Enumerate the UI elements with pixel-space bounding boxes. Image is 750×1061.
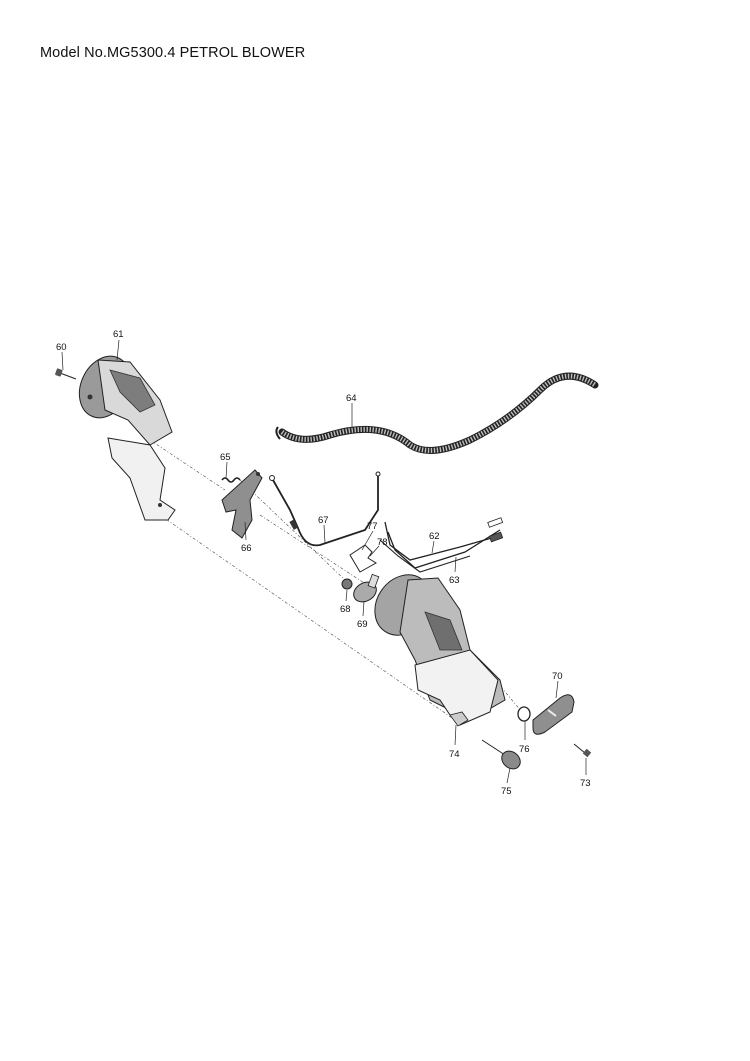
part-69-switch-knob[interactable] [350, 573, 380, 605]
label-70: 70 [552, 671, 563, 682]
part-76-washer[interactable] [517, 706, 531, 722]
label-61: 61 [113, 329, 124, 340]
part-64-corrugated-hose[interactable] [275, 372, 599, 454]
part-75-bolt-knob[interactable] [481, 739, 524, 773]
part-labels: 60 61 64 65 66 67 77 78 62 63 68 69 70 7… [56, 329, 591, 797]
label-68: 68 [340, 604, 351, 615]
label-67: 67 [318, 515, 329, 526]
label-66: 66 [241, 543, 252, 554]
label-75: 75 [501, 786, 512, 797]
leader-lines [61, 339, 587, 784]
part-74-handle-lower-housing[interactable] [363, 564, 506, 727]
part-70-side-cover[interactable] [532, 694, 575, 735]
part-66-throttle-trigger[interactable] [221, 469, 263, 539]
part-73-screw[interactable] [573, 743, 592, 758]
part-65-spring[interactable] [221, 477, 241, 483]
label-76: 76 [519, 744, 530, 755]
label-73: 73 [580, 778, 591, 789]
part-61-handle-upper-housing[interactable] [70, 348, 176, 521]
part-77-clip[interactable] [349, 544, 377, 573]
part-67-throttle-cable[interactable] [269, 471, 381, 547]
label-60: 60 [56, 342, 67, 353]
label-63: 63 [449, 575, 460, 586]
part-62-63-wires[interactable] [379, 517, 504, 573]
part-60-screw[interactable] [55, 368, 77, 380]
label-65: 65 [220, 452, 231, 463]
label-64: 64 [346, 393, 357, 404]
label-62: 62 [429, 531, 440, 542]
part-68-nut[interactable] [341, 578, 353, 590]
label-74: 74 [449, 749, 460, 760]
page-title: Model No.MG5300.4 PETROL BLOWER [40, 45, 306, 61]
label-77: 77 [367, 521, 378, 532]
label-78: 78 [377, 537, 388, 548]
label-69: 69 [357, 619, 368, 630]
